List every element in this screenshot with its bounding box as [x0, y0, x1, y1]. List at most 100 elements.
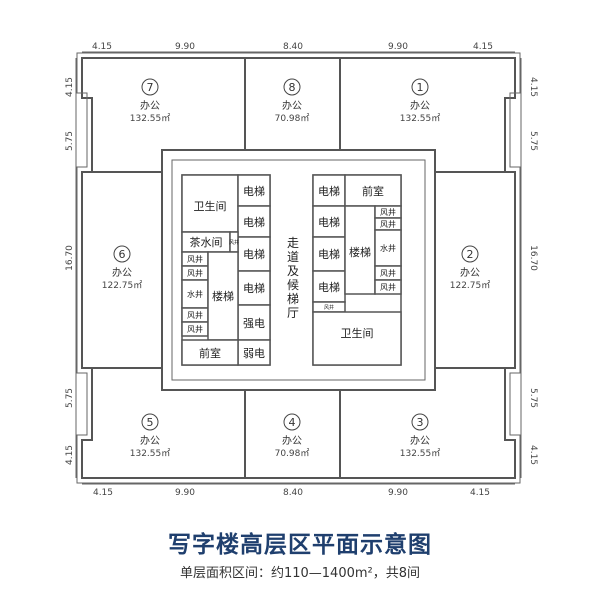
office-area: 122.75㎡ — [450, 280, 491, 291]
office-number: 2 — [467, 248, 474, 261]
left-shaft-3: 水井 — [187, 289, 203, 299]
office-area: 132.55㎡ — [130, 448, 171, 459]
office-number-circle — [283, 78, 301, 96]
dim-right-4: 5.75 — [528, 388, 538, 408]
office-partitions — [82, 58, 515, 478]
left-core-labels: 卫生间 电梯 电梯 电梯 电梯 茶水间 风井 风井 风井 水井 风井 风井 楼梯… — [187, 185, 265, 360]
dimension-labels: 4.15 9.90 8.40 9.90 4.15 4.15 9.90 8.40 … — [65, 42, 538, 498]
office-labels: 7办公132.55㎡8办公70.98㎡1办公132.55㎡6办公122.75㎡2… — [102, 78, 491, 459]
page-subtitle: 单层面积区间：约110—1400m²，共8间 — [179, 566, 421, 581]
office-label: 办公 — [140, 99, 160, 112]
left-shaft-1: 风井 — [187, 254, 203, 264]
left-elevator-4: 电梯 — [243, 282, 265, 295]
dim-right-5: 4.15 — [528, 445, 538, 465]
office-number: 5 — [147, 416, 154, 429]
office-label: 办公 — [140, 434, 160, 447]
left-stairs-label: 楼梯 — [212, 289, 234, 303]
hall-char: 及 — [287, 264, 299, 278]
office-number-circle — [113, 245, 131, 263]
office-area: 132.55㎡ — [400, 113, 441, 124]
office-number: 6 — [119, 248, 126, 261]
left-tea-small-label: 风井 — [229, 239, 239, 246]
office-area: 132.55㎡ — [400, 448, 441, 459]
office-label: 办公 — [460, 266, 480, 279]
left-elevator-2: 电梯 — [243, 216, 265, 229]
dim-left-1: 4.15 — [65, 77, 75, 97]
office-label: 办公 — [112, 266, 132, 279]
dim-top-3: 8.40 — [283, 42, 303, 52]
dim-bottom-2: 9.90 — [175, 488, 195, 498]
right-elevator-3: 电梯 — [318, 248, 340, 261]
left-restroom-label: 卫生间 — [194, 199, 227, 213]
hall-char: 候 — [287, 278, 299, 292]
office-number-circle — [411, 413, 429, 431]
dim-right-3: 16.70 — [528, 245, 538, 271]
dim-left-5: 4.15 — [65, 445, 75, 465]
hall-char: 梯 — [287, 292, 299, 306]
dim-left-2: 5.75 — [65, 131, 75, 151]
hall-char: 厅 — [287, 306, 299, 320]
right-shaft-3: 水井 — [380, 243, 396, 253]
right-core-labels: 电梯 电梯 电梯 电梯 前室 楼梯 风井 风井 水井 风井 风井 风井 卫生间 — [318, 184, 396, 340]
dim-left-3: 16.70 — [65, 245, 75, 271]
core-outline — [161, 149, 436, 391]
left-shaft-2: 风井 — [187, 268, 203, 278]
office-label: 办公 — [410, 434, 430, 447]
left-core — [181, 174, 271, 366]
core-corridor — [171, 159, 426, 381]
office-number-circle — [283, 413, 301, 431]
office-area: 70.98㎡ — [275, 448, 310, 459]
left-elevator-3: 电梯 — [243, 248, 265, 261]
right-lobby-label: 前室 — [362, 184, 384, 198]
page-title: 写字楼高层区平面示意图 — [168, 532, 432, 558]
office-number: 3 — [417, 416, 424, 429]
dim-right-2: 5.75 — [528, 131, 538, 151]
right-elevator-4: 电梯 — [318, 281, 340, 294]
right-small-label: 风井 — [324, 304, 334, 311]
dim-bottom-5: 4.15 — [470, 488, 490, 498]
office-number-circle — [411, 78, 429, 96]
right-core — [312, 174, 402, 366]
hall-char: 走 — [287, 236, 299, 250]
dim-bottom-1: 4.15 — [93, 488, 113, 498]
dim-right-1: 4.15 — [528, 77, 538, 97]
right-shaft-2: 风井 — [380, 219, 396, 229]
right-stairs-label: 楼梯 — [349, 245, 371, 259]
right-shaft-4: 风井 — [380, 268, 396, 278]
office-number: 7 — [147, 81, 154, 94]
floor-plan: 4.15 9.90 8.40 9.90 4.15 4.15 9.90 8.40 … — [65, 42, 538, 498]
left-lobby-label: 前室 — [199, 346, 221, 360]
office-number-circle — [141, 413, 159, 431]
dim-bottom-3: 8.40 — [283, 488, 303, 498]
dim-top-4: 9.90 — [388, 42, 408, 52]
left-tea-room-label: 茶水间 — [190, 236, 223, 249]
left-weak-power-label: 弱电 — [243, 347, 265, 360]
dim-left-4: 5.75 — [65, 388, 75, 408]
hall-char: 道 — [287, 250, 299, 264]
office-number: 4 — [289, 416, 296, 429]
left-elevator-1: 电梯 — [243, 185, 265, 198]
office-number: 8 — [289, 81, 296, 94]
office-area: 132.55㎡ — [130, 113, 171, 124]
left-strong-power-label: 强电 — [243, 317, 265, 330]
office-label: 办公 — [410, 99, 430, 112]
dim-top-1: 4.15 — [92, 42, 112, 52]
left-shaft-4: 风井 — [187, 310, 203, 320]
right-restroom-label: 卫生间 — [341, 326, 374, 340]
dim-top-2: 9.90 — [175, 42, 195, 52]
office-number-circle — [141, 78, 159, 96]
dim-top-5: 4.15 — [473, 42, 493, 52]
left-shaft-5: 风井 — [187, 324, 203, 334]
office-area: 70.98㎡ — [275, 113, 310, 124]
dim-bottom-4: 9.90 — [388, 488, 408, 498]
office-number: 1 — [417, 81, 424, 94]
office-area: 122.75㎡ — [102, 280, 143, 291]
